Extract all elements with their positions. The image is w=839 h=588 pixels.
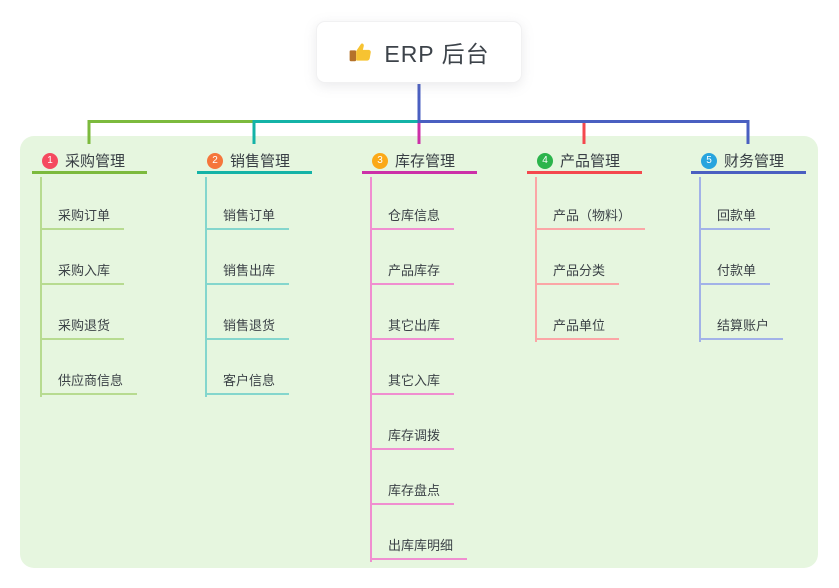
branch-title-finance[interactable]: 5 财务管理 xyxy=(691,150,806,174)
node-other-inbound[interactable]: 其它入库 xyxy=(370,369,455,395)
node-product-unit[interactable]: 产品单位 xyxy=(535,314,620,340)
node-payment-voucher[interactable]: 付款单 xyxy=(699,259,771,285)
root-title: ERP 后台 xyxy=(384,41,490,67)
node-product-stock[interactable]: 产品库存 xyxy=(370,259,455,285)
node-warehouse-info[interactable]: 仓库信息 xyxy=(370,204,455,230)
branch-label: 财务管理 xyxy=(724,153,785,170)
node-sales-order[interactable]: 销售订单 xyxy=(205,204,290,230)
branches-panel xyxy=(20,136,818,568)
node-settlement-account[interactable]: 结算账户 xyxy=(699,314,784,340)
branch-title-sales[interactable]: 2 销售管理 xyxy=(197,150,312,174)
node-product-category[interactable]: 产品分类 xyxy=(535,259,620,285)
branch-child-line xyxy=(370,177,372,562)
node-purchase-return[interactable]: 采购退货 xyxy=(40,314,125,340)
branch-label: 库存管理 xyxy=(395,153,456,170)
node-receipt-voucher[interactable]: 回款单 xyxy=(699,204,771,230)
node-sales-return[interactable]: 销售退货 xyxy=(205,314,290,340)
branch-child-line xyxy=(535,177,537,342)
root-node-erp[interactable]: ERP 后台 xyxy=(316,21,522,83)
node-supplier-info[interactable]: 供应商信息 xyxy=(40,369,138,395)
node-stock-transfer[interactable]: 库存调拨 xyxy=(370,424,455,450)
node-sales-outbound[interactable]: 销售出库 xyxy=(205,259,290,285)
branch-label: 产品管理 xyxy=(560,153,621,170)
branch-label: 销售管理 xyxy=(230,153,291,170)
badge-5: 5 xyxy=(701,152,717,169)
node-customer-info[interactable]: 客户信息 xyxy=(205,369,290,395)
branch-child-line xyxy=(699,177,701,342)
node-outbound-detail[interactable]: 出库库明细 xyxy=(370,534,468,560)
branch-title-purchase[interactable]: 1 采购管理 xyxy=(32,150,147,174)
branch-child-line xyxy=(205,177,207,397)
branch-title-product[interactable]: 4 产品管理 xyxy=(527,150,642,174)
branch-child-line xyxy=(40,177,42,397)
badge-1: 1 xyxy=(42,152,58,169)
branch-title-inventory[interactable]: 3 库存管理 xyxy=(362,150,477,174)
node-stock-count[interactable]: 库存盘点 xyxy=(370,479,455,505)
badge-4: 4 xyxy=(537,152,553,169)
node-product-material[interactable]: 产品（物料） xyxy=(535,204,646,230)
badge-3: 3 xyxy=(372,152,388,169)
node-other-outbound[interactable]: 其它出库 xyxy=(370,314,455,340)
thumbs-up-icon xyxy=(349,43,372,62)
node-purchase-inbound[interactable]: 采购入库 xyxy=(40,259,125,285)
branch-label: 采购管理 xyxy=(65,153,126,170)
node-purchase-order[interactable]: 采购订单 xyxy=(40,204,125,230)
badge-2: 2 xyxy=(207,152,223,169)
